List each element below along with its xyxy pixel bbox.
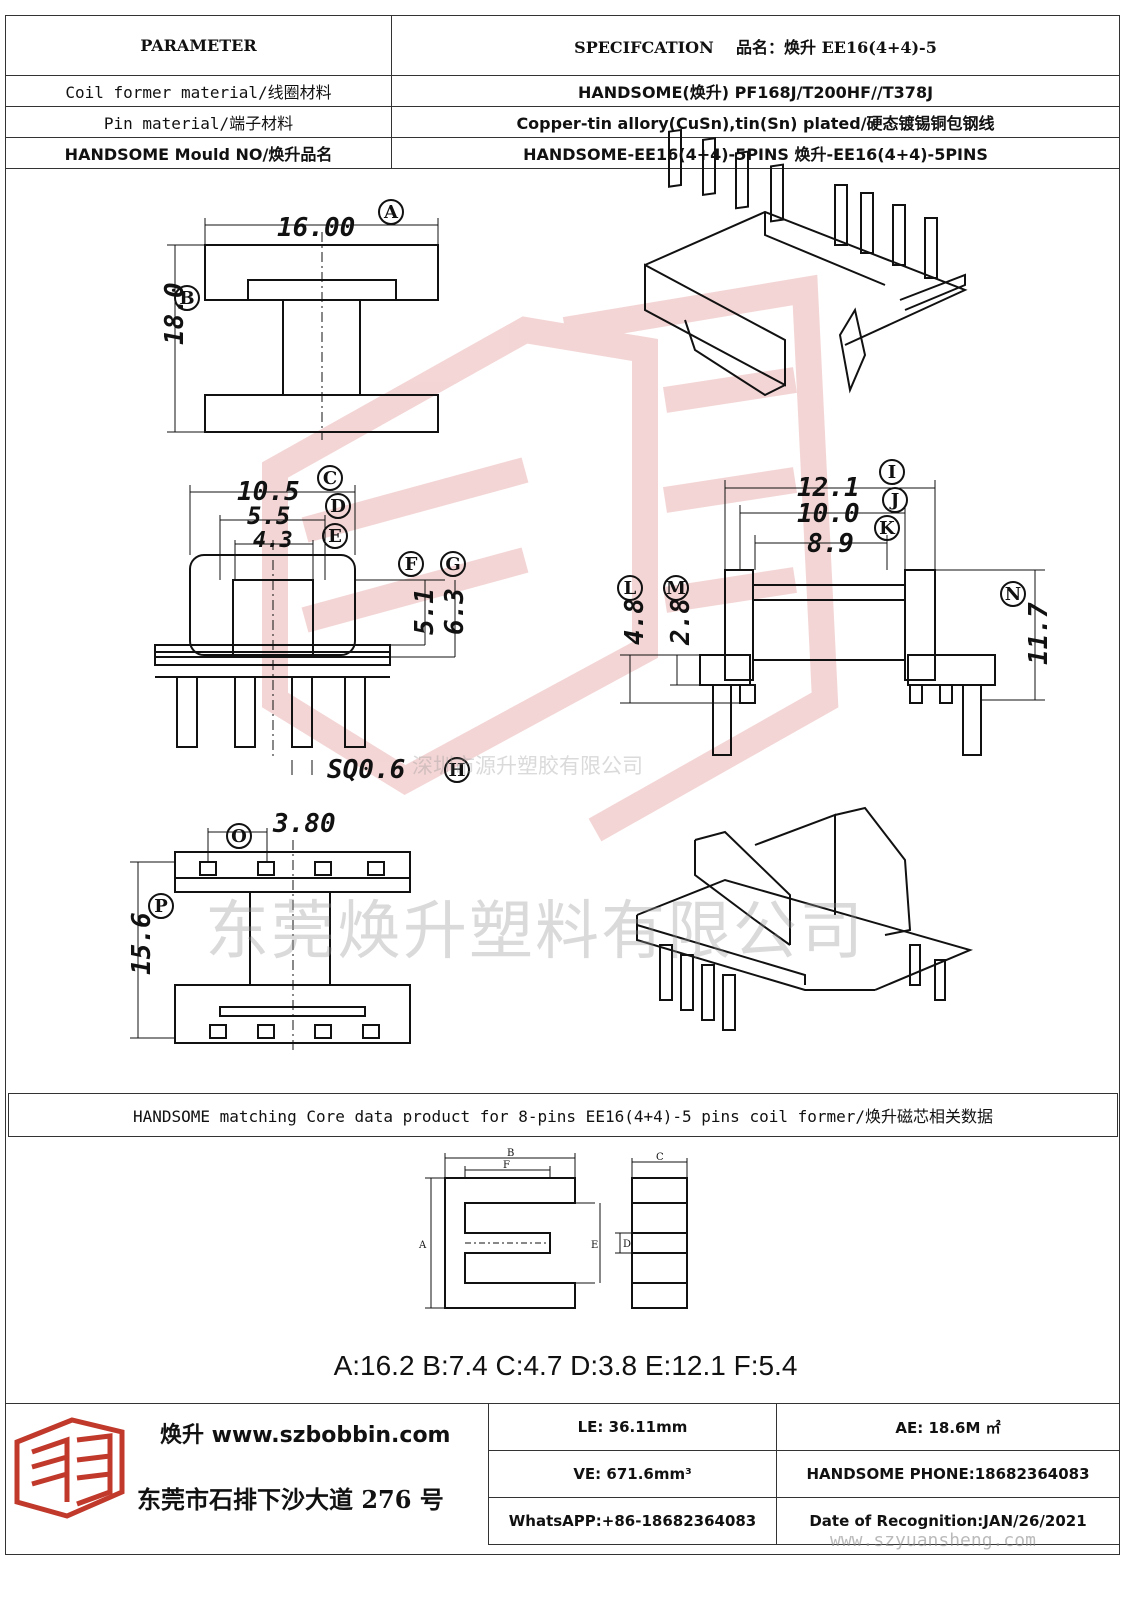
row-label-mould-no: HANDSOME Mould NO/焕升品名: [5, 137, 392, 169]
core-label-b: B: [507, 1148, 514, 1159]
side-view: [620, 480, 1045, 756]
spec-label: SPECIFCATION: [574, 37, 714, 57]
bottom-view: [130, 828, 411, 1050]
svg-text:F: F: [405, 554, 418, 575]
footer-brand-cell: [5, 1403, 489, 1545]
svg-text:H: H: [448, 760, 465, 781]
dim-n-value: 11.7: [1024, 602, 1054, 665]
watermark-big-text: 东莞焕升塑料有限公司: [205, 895, 865, 969]
svg-text:J: J: [889, 490, 900, 511]
core-label-d: D: [623, 1239, 631, 1250]
core-values: A:16.2 B:7.4 C:4.7 D:3.8 E:12.1 F:5.4: [333, 1350, 798, 1381]
row-label-pin-material: Pin material/端子材料: [5, 106, 392, 138]
dim-k-value: 8.9: [807, 529, 854, 559]
dim-f-value: 5.1: [410, 588, 440, 635]
company-logo-icon: [14, 1417, 125, 1519]
phone-value: HANDSOME PHONE:18682364083: [776, 1450, 1120, 1498]
svg-text:D: D: [330, 496, 346, 517]
company-address: 东莞市石排下沙大道 276 号: [137, 1485, 444, 1514]
core-label-c: C: [656, 1152, 664, 1163]
dim-c-value: 10.5: [237, 477, 300, 507]
spec-header-table: PARAMETER SPECIFCATION 品名：焕升 EE16(4+4)-5…: [5, 15, 1120, 169]
product-name: 品名：焕升 EE16(4+4)-5: [736, 37, 937, 57]
ve-value: VE: 671.6mm³: [488, 1450, 777, 1498]
date-value: Date of Recognition:JAN/26/2021: [776, 1497, 1120, 1545]
row-label-coil-material: Coil former material/线圈材料: [5, 75, 392, 107]
svg-text:K: K: [879, 518, 896, 539]
core-drawing: B F A E D C: [418, 1148, 688, 1309]
dimension-tags: A B CDE F G H IJK L M N O P: [148, 199, 1026, 919]
bobbin-drawing: 16.00 18.0 10.5 5.5 4.3 5.1 6.3 SQ0.6 12…: [127, 128, 1054, 1050]
dim-b-value: 18.0: [160, 282, 190, 345]
row-value-pin-material: Copper-tin allory(CuSn),tin(Sn) plated/硬…: [391, 106, 1120, 138]
svg-text:P: P: [154, 896, 168, 917]
watermark-logo: [262, 274, 839, 842]
watermark-center-text: 深圳市源升塑胶有限公司: [412, 754, 643, 778]
svg-text:C: C: [323, 468, 337, 489]
svg-text:O: O: [231, 826, 247, 847]
dim-g-value: 6.3: [440, 588, 470, 635]
front-view: [154, 485, 456, 775]
svg-text:M: M: [666, 578, 686, 599]
dim-o-value: 3.80: [272, 809, 336, 839]
svg-text:E: E: [328, 526, 342, 547]
core-label-f: F: [503, 1160, 510, 1171]
footer-table: LE: 36.11mm AE: 18.6M ㎡ VE: 671.6mm³ HAN…: [5, 1403, 1120, 1545]
core-label-a: A: [418, 1240, 427, 1251]
svg-text:N: N: [1005, 584, 1021, 605]
brand-website: 焕升 www.szbobbin.com: [160, 1423, 451, 1448]
row-value-mould-no: HANDSOME-EE16(4+4)-5PINS 焕升-EE16(4+4)-5P…: [391, 137, 1120, 169]
le-value: LE: 36.11mm: [488, 1403, 777, 1451]
spec-heading: SPECIFCATION 品名：焕升 EE16(4+4)-5: [391, 15, 1120, 76]
isometric-view-bottom: [636, 806, 974, 1031]
watermark-url: www.szyuansheng.com: [830, 1530, 1036, 1551]
core-data-title: HANDSOME matching Core data product for …: [8, 1093, 1118, 1137]
dim-i-value: 12.1: [797, 473, 860, 503]
core-label-e: E: [591, 1240, 598, 1251]
dim-l-value: 4.8: [620, 598, 650, 645]
svg-text:G: G: [445, 554, 460, 575]
dim-d-value: 5.5: [247, 502, 290, 530]
svg-text:L: L: [624, 578, 637, 599]
dim-p-value: 15.6: [127, 912, 157, 975]
top-view: [167, 218, 439, 440]
svg-text:B: B: [179, 288, 194, 309]
whatsapp-value: WhatsAPP:+86-18682364083: [488, 1497, 777, 1545]
isometric-view-top: [644, 128, 968, 397]
dim-a-value: 16.00: [277, 213, 355, 243]
svg-text:I: I: [888, 462, 896, 483]
dim-m-value: 2.8: [666, 598, 696, 646]
dim-j-value: 10.0: [797, 499, 860, 529]
dim-e-value: 4.3: [253, 528, 293, 553]
dim-h-value: SQ0.6: [327, 755, 405, 785]
svg-text:A: A: [383, 202, 399, 223]
ae-value: AE: 18.6M ㎡: [776, 1403, 1120, 1451]
